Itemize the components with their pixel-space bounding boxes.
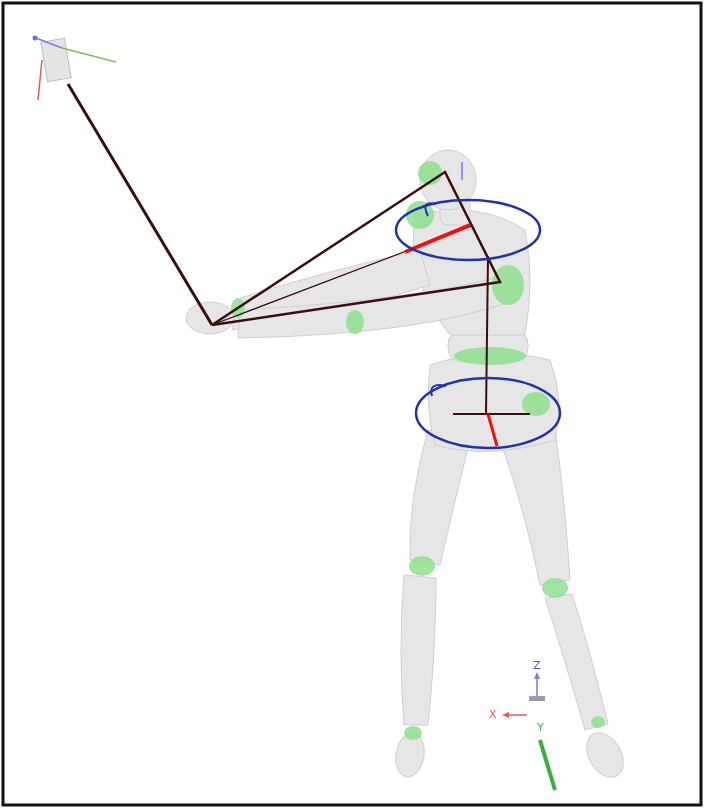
axis-label: Y: [537, 722, 544, 734]
frame: [3, 3, 701, 805]
segment-lines: [68, 84, 530, 446]
rotation-ellipses: [396, 200, 560, 448]
joint-markers: [231, 161, 605, 740]
mannequin: [186, 150, 631, 784]
axis-label: Z: [533, 660, 541, 672]
club-head: [33, 36, 117, 101]
axis-triad: [502, 672, 555, 790]
axis-label: X: [489, 709, 497, 721]
